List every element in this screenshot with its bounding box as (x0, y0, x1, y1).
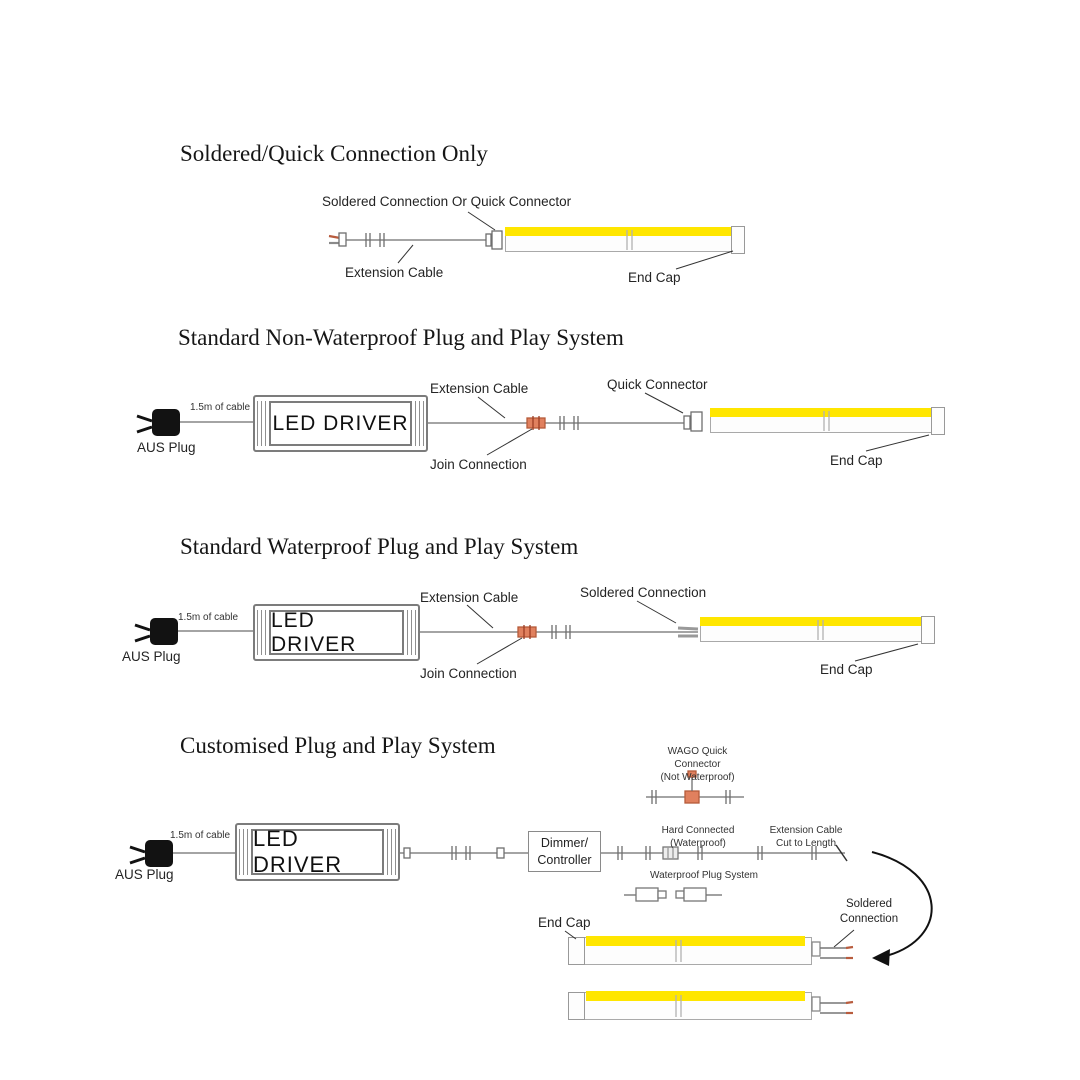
s4-ext-cut-label-line2: Cut to Length (775, 838, 837, 849)
s2-end-cap (931, 407, 945, 435)
section1-title: Soldered/Quick Connection Only (180, 141, 488, 166)
s3-endcap-label: End Cap (820, 662, 873, 677)
s1-led-strip-glow (505, 227, 731, 236)
s3-join-label: Join Connection (420, 666, 517, 681)
s4-plug-label: AUS Plug (115, 867, 174, 882)
s2-aus-plug (152, 409, 180, 436)
s3-aus-plug (150, 618, 178, 645)
s3-led-driver-label: LED DRIVER (269, 609, 404, 656)
s2-led-driver-label: LED DRIVER (269, 401, 412, 446)
s2-plug-label: AUS Plug (137, 440, 196, 455)
s4-strip2-end-cap (568, 992, 585, 1020)
s3-end-cap (921, 616, 935, 644)
s4-hard-label-line2: (Waterproof) (670, 838, 726, 849)
s4-extension-cut-label: Extension Cable Cut to Length (760, 824, 852, 850)
s4-hard-label-line1: Hard Connected (661, 825, 735, 836)
s4-dimmer-label-line2: Controller (537, 852, 592, 867)
s4-hard-connected-label: Hard Connected (Waterproof) (648, 824, 748, 850)
s2-led-strip-glow (710, 408, 931, 417)
s3-soldered-label: Soldered Connection (580, 585, 707, 600)
s1-endcap-label: End Cap (628, 270, 681, 285)
s2-extension-label: Extension Cable (430, 381, 529, 396)
s4-aus-plug (145, 840, 173, 867)
s4-soldered-label: Soldered Connection (833, 897, 905, 927)
s4-cable-label: 1.5m of cable (170, 830, 231, 841)
section3-title: Standard Waterproof Plug and Play System (180, 534, 579, 559)
s2-join-label: Join Connection (430, 457, 527, 472)
s4-line-art (129, 770, 933, 1017)
s4-wago-label-line2: (Not Waterproof) (660, 772, 735, 783)
s3-plug-label: AUS Plug (122, 649, 181, 664)
s4-endcap-label: End Cap (538, 915, 591, 930)
section4-title: Customised Plug and Play System (180, 733, 496, 758)
s4-soldered-label-line2: Connection (839, 912, 899, 925)
s4-soldered-label-line1: Soldered (845, 898, 893, 910)
s4-wago-label: WAGO Quick Connector (Not Waterproof) (645, 745, 750, 784)
s1-connector-label: Soldered Connection Or Quick Connector (322, 194, 572, 209)
s4-strip1-end-cap (568, 937, 585, 965)
s3-cable-label: 1.5m of cable (178, 612, 239, 623)
s4-waterproof-plug-label: Waterproof Plug System (650, 870, 759, 881)
s4-led-strip-1-glow (586, 936, 805, 946)
s2-led-driver: LED DRIVER (253, 395, 428, 452)
s4-wago-label-line1: WAGO Quick Connector (667, 746, 728, 770)
s1-extension-label: Extension Cable (345, 265, 444, 280)
s4-dimmer-controller-box: Dimmer/ Controller (528, 831, 601, 872)
s2-endcap-label: End Cap (830, 453, 883, 468)
s3-extension-label: Extension Cable (420, 590, 519, 605)
s1-end-cap (731, 226, 745, 254)
s4-ext-cut-label-line1: Extension Cable (769, 825, 843, 836)
s4-led-driver: LED DRIVER (235, 823, 400, 881)
s3-led-driver: LED DRIVER (253, 604, 420, 661)
s2-quick-connector-label: Quick Connector (607, 377, 708, 392)
s2-cable-label: 1.5m of cable (190, 402, 251, 413)
s4-dimmer-label-line1: Dimmer/ (540, 835, 589, 850)
s4-led-strip-2-glow (586, 991, 805, 1001)
section2-title: Standard Non-Waterproof Plug and Play Sy… (178, 325, 624, 350)
s4-led-driver-label: LED DRIVER (251, 826, 384, 877)
s3-led-strip-glow (700, 617, 921, 626)
